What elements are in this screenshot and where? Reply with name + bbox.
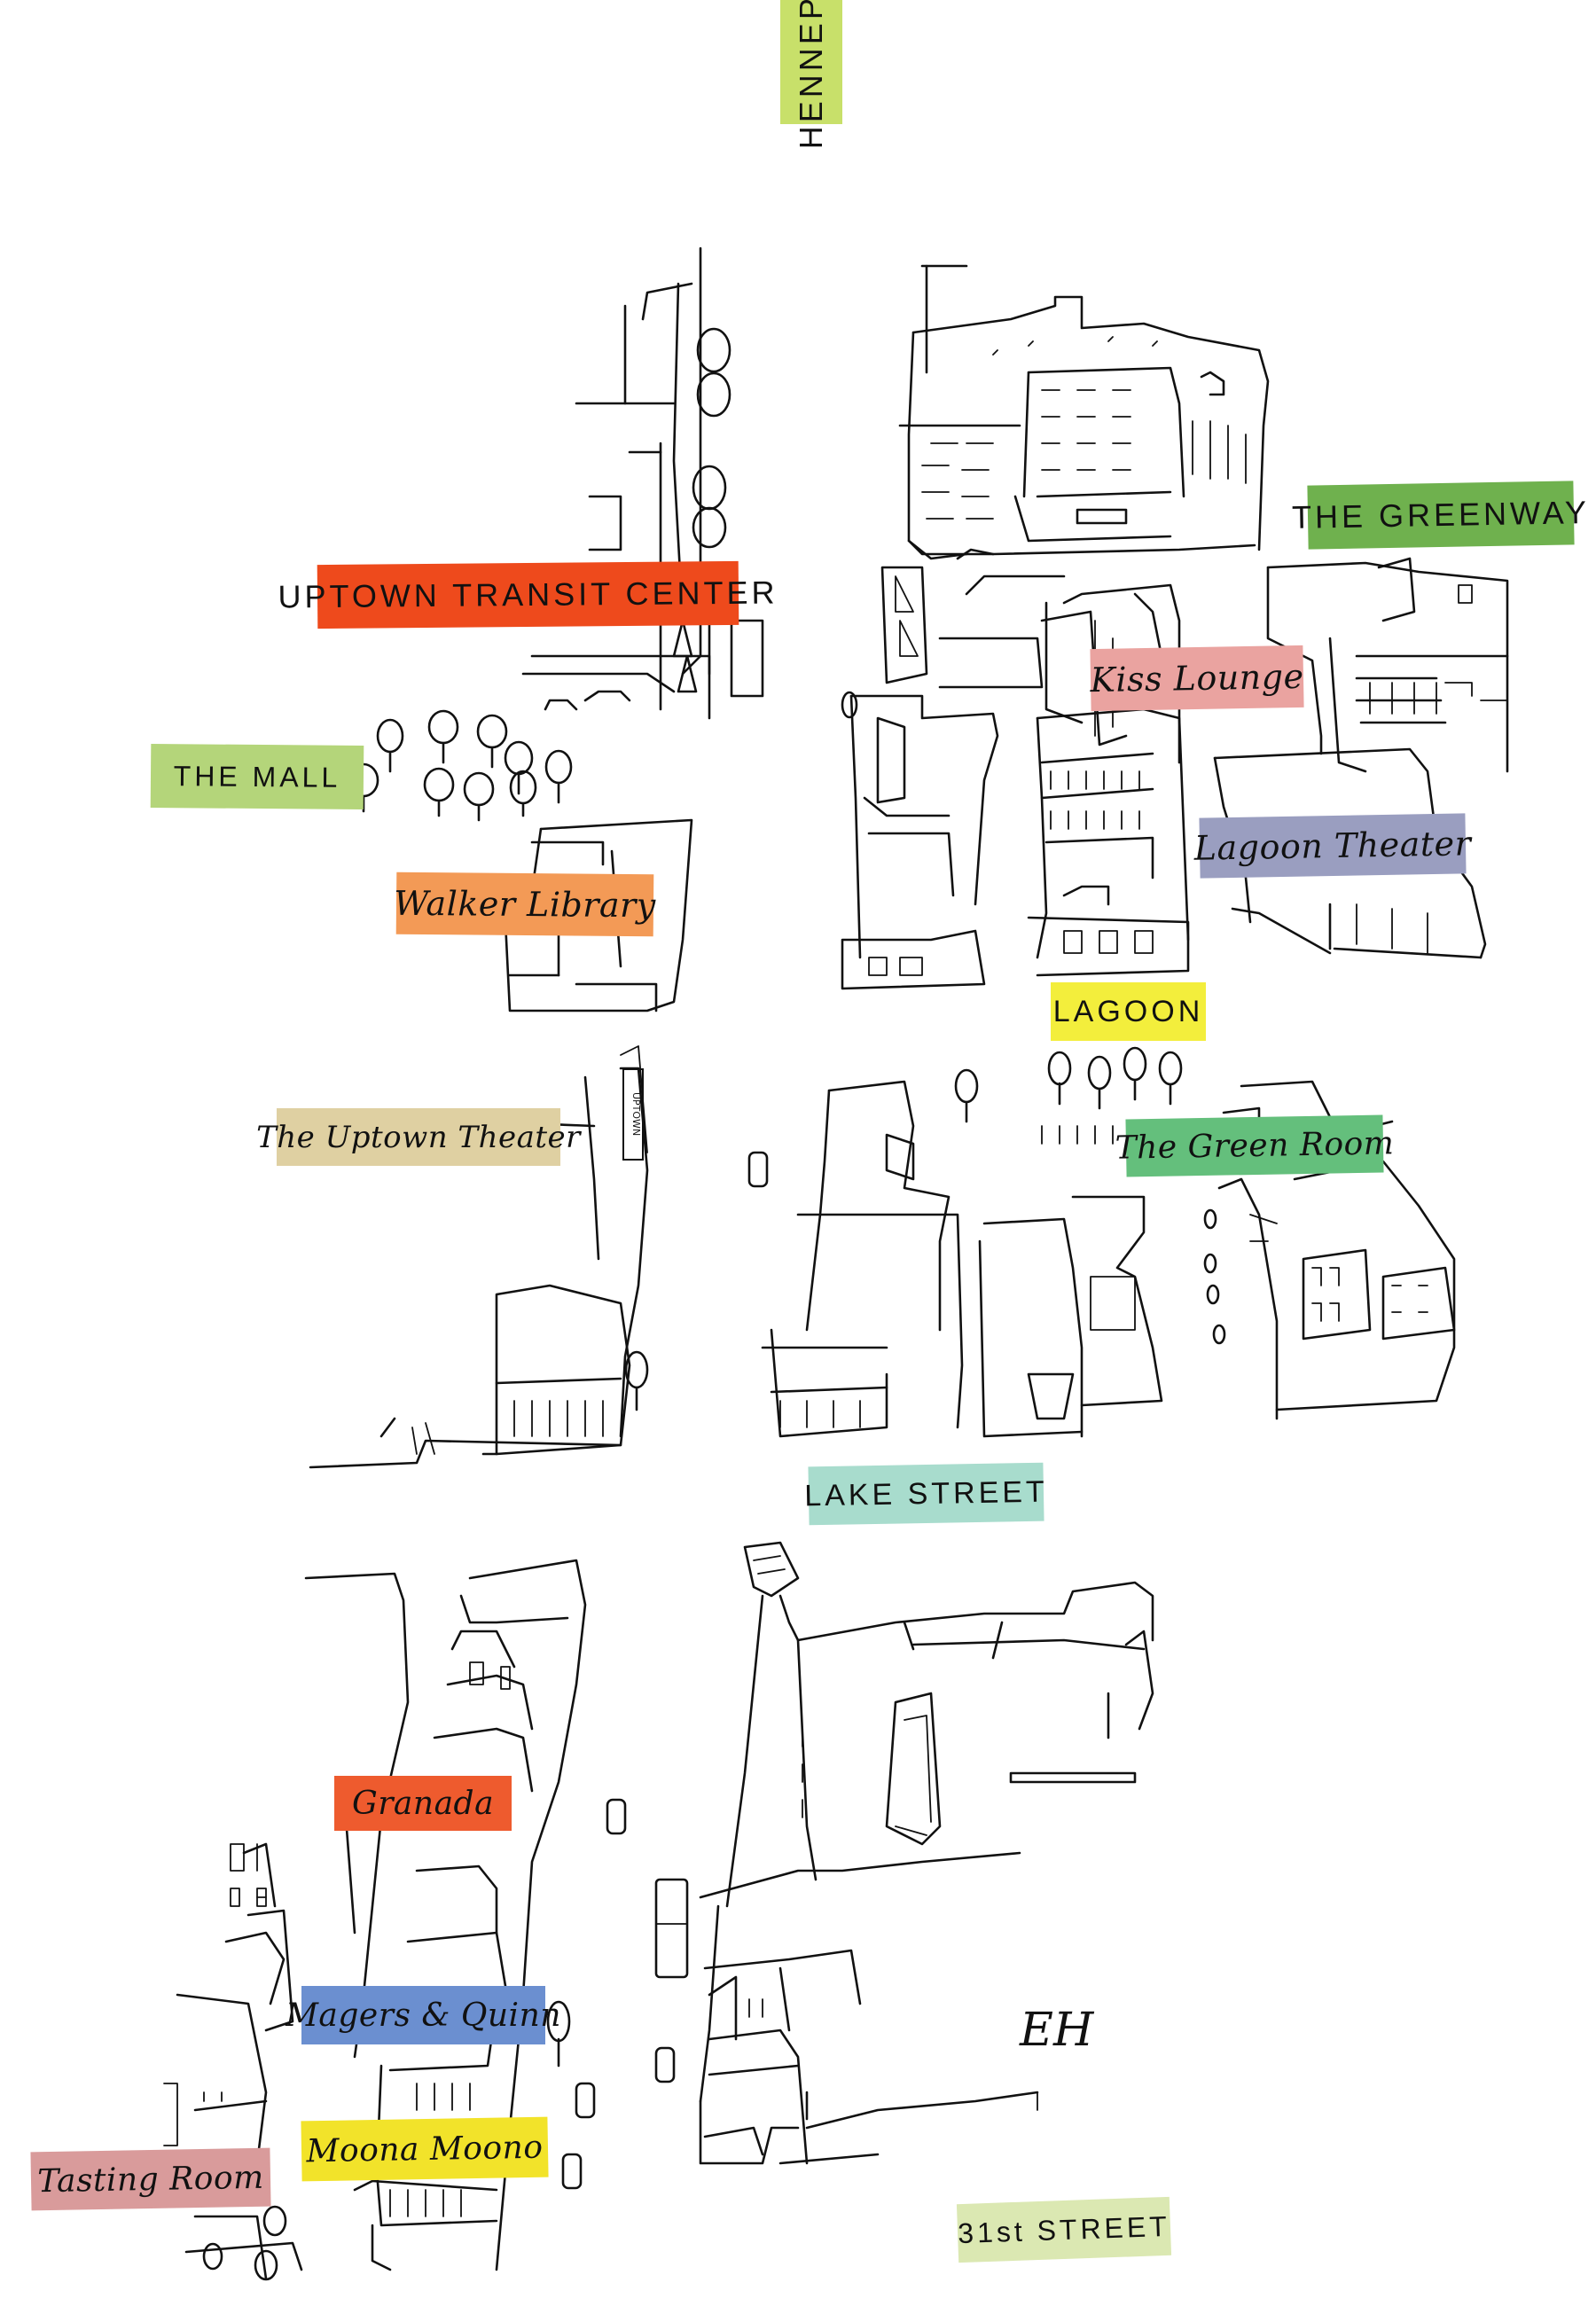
- kiss-lounge-block-drawing: [880, 566, 1181, 764]
- lower-left-strip-drawing: [163, 1559, 689, 2281]
- hennepin-ave-label: HENNEPIN AVE: [780, 0, 842, 149]
- moona-moono-label: Moona Moono: [301, 2116, 549, 2182]
- lagoon-theater-label: Lagoon Theater: [1193, 813, 1472, 879]
- uptown-transit-center-label: UPTOWN TRANSIT CENTER: [278, 560, 778, 629]
- magers-quinn-label: Magers & Quinn: [286, 1986, 560, 2044]
- artist-signature: EH: [1020, 2004, 1094, 2057]
- uptown-marquee-sign: UPTOWN: [622, 1068, 644, 1161]
- central-lagoon-block-drawing: [841, 691, 1190, 990]
- greenway-building-drawing: [1266, 557, 1509, 773]
- the-mall-trees: [348, 709, 573, 822]
- the-greenway-label: THE GREENWAY: [1292, 481, 1590, 550]
- uptown-theater-label: The Uptown Theater: [256, 1108, 580, 1166]
- lagoon-label: LAGOON: [1051, 982, 1206, 1041]
- green-room-block-drawing: [747, 1046, 1456, 1438]
- 31st-street-label: 31st STREET: [956, 2196, 1172, 2263]
- lake-street-label: LAKE STREET: [804, 1462, 1048, 1526]
- green-room-label: The Green Room: [1115, 1114, 1395, 1177]
- granada-label: Granada: [334, 1776, 512, 1831]
- walker-library-label: Walker Library: [394, 872, 656, 937]
- the-mall-label: THE MALL: [150, 743, 364, 810]
- tasting-room-label: Tasting Room: [30, 2147, 271, 2211]
- upper-right-building-drawing: [898, 264, 1270, 560]
- kiss-lounge-label: Kiss Lounge: [1090, 645, 1304, 712]
- lower-right-block-drawing: [699, 1541, 1154, 2165]
- transit-center-drawing: [521, 246, 764, 720]
